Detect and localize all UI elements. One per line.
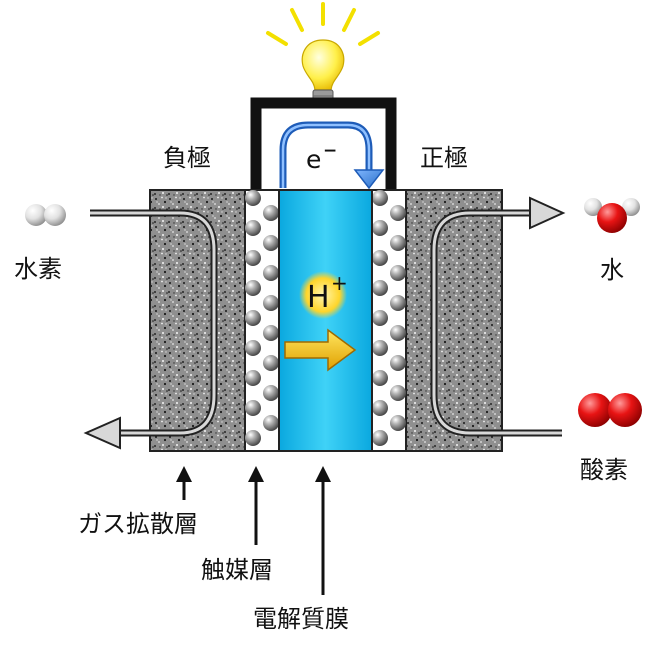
catalyst-particles: [245, 190, 406, 446]
electrolyte-membrane: [278, 189, 373, 452]
oxygen-label: 酸素: [580, 456, 628, 484]
oxygen-molecule-icon: [578, 393, 642, 427]
light-bulb-icon: [301, 39, 345, 107]
hydrogen-label: 水素: [14, 255, 62, 283]
catalyst-particle: [390, 415, 406, 431]
catalyst-particle: [263, 295, 279, 311]
catalyst-particle: [372, 190, 388, 206]
catalyst-particle: [263, 205, 279, 221]
catalyst-particle: [245, 340, 261, 356]
catalyst-particle: [372, 250, 388, 266]
catalyst-particle: [245, 310, 261, 326]
catalyst-layer-label: 触媒層: [201, 556, 273, 584]
water-molecule-icon: [584, 198, 640, 233]
catalyst-particle: [245, 280, 261, 296]
pointer-arrows: [176, 466, 331, 595]
electron-label: e: [306, 145, 321, 174]
electron-charge: −: [323, 141, 337, 161]
catalyst-particle: [245, 190, 261, 206]
catalyst-particle: [372, 220, 388, 236]
proton-symbol: H +: [299, 271, 348, 319]
external-circuit: [250, 97, 397, 190]
catalyst-particle: [263, 265, 279, 281]
gas-diffusion-layer-label: ガス拡散層: [78, 510, 198, 538]
catalyst-particle: [390, 325, 406, 341]
catalyst-particle: [245, 370, 261, 386]
catalyst-particle: [263, 355, 279, 371]
water-label: 水: [600, 256, 624, 284]
catalyst-particle: [390, 265, 406, 281]
catalyst-particle: [390, 295, 406, 311]
catalyst-particle: [372, 310, 388, 326]
catalyst-particle: [372, 340, 388, 356]
electron-flow-arrow: [279, 121, 385, 190]
gas-diffusion-layer-cathode: [405, 189, 503, 452]
catalyst-particle: [372, 370, 388, 386]
hydrogen-flow-arrow: [83, 209, 218, 450]
catalyst-particle: [390, 355, 406, 371]
catalyst-particle: [245, 400, 261, 416]
catalyst-particle: [263, 415, 279, 431]
cathode-label: 正極: [420, 144, 468, 172]
gas-diffusion-layer-anode: [149, 189, 246, 452]
catalyst-particle: [263, 325, 279, 341]
proton-flow-arrow: [284, 328, 357, 372]
hydrogen-molecule-icon: [25, 204, 66, 226]
catalyst-particle: [390, 385, 406, 401]
catalyst-particle: [245, 430, 261, 446]
electron-symbol: e −: [306, 141, 337, 174]
catalyst-particle: [372, 280, 388, 296]
catalyst-particle: [372, 400, 388, 416]
light-rays: [266, 2, 380, 46]
proton-label: H: [307, 280, 330, 315]
catalyst-particle: [263, 385, 279, 401]
catalyst-particle: [245, 220, 261, 236]
catalyst-particle: [245, 250, 261, 266]
catalyst-particle: [390, 205, 406, 221]
catalyst-particle: [390, 235, 406, 251]
anode-label: 負極: [163, 144, 211, 172]
proton-charge: +: [331, 271, 348, 295]
catalyst-particle: [372, 430, 388, 446]
catalyst-particle: [263, 235, 279, 251]
electrolyte-membrane-label: 電解質膜: [253, 605, 349, 633]
oxygen-flow-arrow: [430, 196, 566, 437]
